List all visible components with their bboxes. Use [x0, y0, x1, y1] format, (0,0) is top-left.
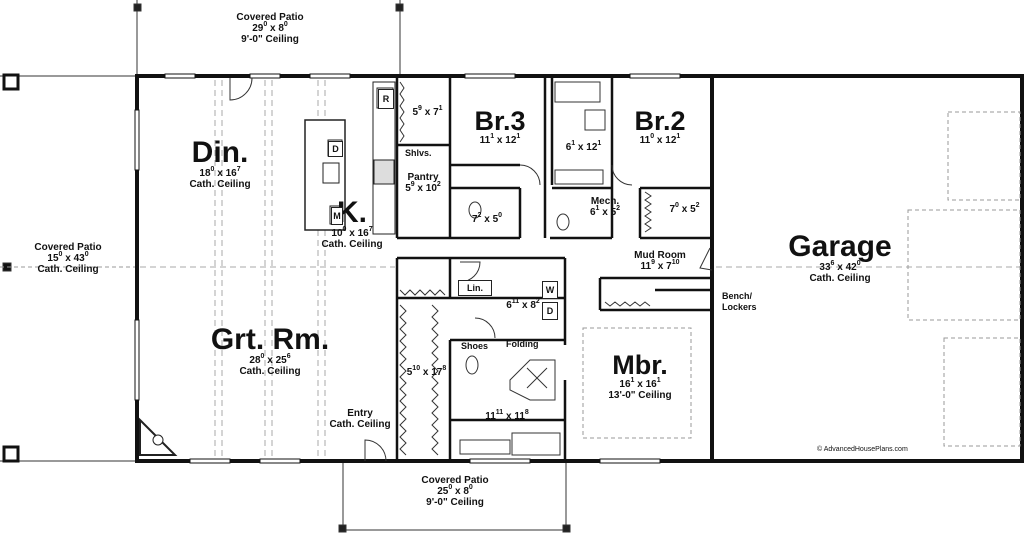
windows: [134, 73, 681, 464]
entry-ceiling: Cath. Ceiling: [329, 419, 391, 430]
patio-bottom-structure: [338, 461, 571, 533]
br2-name: Br.2: [634, 106, 686, 136]
bath2-label: 61 x 121: [556, 140, 611, 153]
closet-hatching: [399, 81, 652, 456]
shelves-label: Shlvs.: [405, 148, 432, 158]
dishwasher: D: [328, 141, 343, 157]
mech-name: Mech.: [590, 196, 620, 207]
mud-room-label: Mud Room 119 x 710: [625, 250, 695, 272]
interior-walls: [395, 78, 712, 461]
bench-label: Bench/Lockers: [722, 291, 757, 312]
br2-label: Br.2 110 x 121: [620, 106, 700, 147]
closet-br2-label: 70 x 52: [662, 202, 707, 215]
mud-room-name: Mud Room: [634, 250, 686, 261]
pantry-name: Pantry: [407, 172, 439, 183]
closet-top-dims: 59 x 71: [412, 105, 443, 118]
master-name: Mbr.: [612, 350, 668, 380]
dining-name: Din.: [191, 136, 249, 169]
master-closet-dims: 510 x 178: [406, 365, 447, 378]
mud-room-dims: 119 x 710: [640, 259, 680, 272]
kitchen-label: K. 100 x 167 Cath. Ceiling: [312, 196, 392, 251]
master-label: Mbr. 161 x 161 13'-0" Ceiling: [590, 350, 690, 402]
br3-dims: 111 x 121: [479, 133, 521, 146]
dining-ceiling: Cath. Ceiling: [189, 179, 251, 190]
master-tray-ceiling: [582, 327, 692, 439]
patio-bottom-label: Covered Patio 250 x 80 9'-0" Ceiling: [405, 475, 505, 508]
laundry-dims: 611 x 82: [506, 298, 540, 311]
patio-top-name: Covered Patio: [236, 12, 304, 23]
closet-br2-dims: 70 x 52: [669, 202, 700, 215]
exterior-walls: [135, 74, 1024, 463]
master-ceiling: 13'-0" Ceiling: [608, 390, 672, 401]
master-closet-label: 510 x 178: [404, 365, 449, 378]
patio-top-structure: [133, 0, 404, 76]
fridge: R: [378, 89, 394, 109]
bath-mid-label: 72 x 50: [462, 212, 512, 225]
patio-left-dims: 150 x 430: [47, 251, 89, 264]
kitchen-name: K.: [337, 196, 367, 229]
patio-left-name: Covered Patio: [34, 242, 102, 253]
linen-closet: Lin.: [458, 280, 492, 296]
closet-top-label: 59 x 71: [405, 105, 450, 118]
patio-left-structure: [0, 73, 137, 463]
kitchen-ceiling: Cath. Ceiling: [321, 239, 383, 250]
microwave: M: [331, 207, 343, 225]
master-dims: 161 x 161: [619, 377, 661, 390]
br3-label: Br.3 111 x 121: [460, 106, 540, 147]
entry-label: Entry Cath. Ceiling: [320, 408, 400, 430]
patio-top-dims: 290 x 80: [252, 21, 288, 34]
br3-name: Br.3: [474, 106, 526, 136]
fireplace: [139, 417, 178, 456]
patio-top-ceiling: 9'-0" Ceiling: [241, 34, 299, 45]
washer: W: [542, 281, 558, 299]
pantry-dims: 59 x 102: [405, 181, 441, 194]
copyright-notice: © AdvancedHousePlans.com: [817, 446, 908, 453]
garage-ceiling: Cath. Ceiling: [809, 273, 871, 284]
mech-label: Mech. 61 x 52: [580, 196, 630, 218]
patio-bottom-dims: 250 x 80: [437, 484, 473, 497]
copyright-text: AdvancedHousePlans.com: [823, 446, 908, 453]
dryer: D: [542, 302, 558, 320]
folding-label: Folding: [506, 339, 539, 349]
great-room-label: Grt. Rm. 280 x 256 Cath. Ceiling: [200, 323, 340, 378]
bath-fixtures: [459, 81, 606, 456]
great-room-dims: 280 x 256: [249, 353, 291, 366]
garage-name: Garage: [788, 230, 892, 263]
garage-label: Garage 336 x 420 Cath. Ceiling: [775, 230, 905, 285]
entry-name: Entry: [347, 408, 373, 419]
shoes-label: Shoes: [461, 341, 489, 351]
mech-dims: 61 x 52: [589, 205, 621, 218]
copyright-icon: ©: [817, 446, 823, 453]
dining-label: Din. 180 x 167 Cath. Ceiling: [175, 136, 265, 191]
kitchen-dims: 100 x 167: [331, 226, 373, 239]
patio-left-label: Covered Patio 150 x 430 Cath. Ceiling: [18, 242, 118, 275]
br2-dims: 110 x 121: [639, 133, 681, 146]
bath-mid-dims: 72 x 50: [471, 212, 503, 225]
great-room-ceiling: Cath. Ceiling: [239, 366, 301, 377]
bath2-dims: 61 x 121: [565, 140, 602, 153]
patio-left-ceiling: Cath. Ceiling: [37, 264, 99, 275]
patio-bottom-name: Covered Patio: [421, 475, 489, 486]
pantry-label: Pantry 59 x 102: [400, 172, 446, 194]
patio-bottom-ceiling: 9'-0" Ceiling: [426, 497, 484, 508]
garage-door-outlines: [907, 111, 1021, 447]
patio-top-label: Covered Patio 290 x 80 9'-0" Ceiling: [220, 12, 320, 45]
master-bath-dims: 1111 x 118: [485, 409, 529, 422]
master-bath-label: 1111 x 118: [482, 409, 532, 422]
dining-dims: 180 x 167: [199, 166, 241, 179]
laundry-label: 611 x 82: [500, 298, 546, 311]
garage-dims: 336 x 420: [819, 260, 861, 273]
great-room-name: Grt. Rm.: [210, 323, 330, 356]
